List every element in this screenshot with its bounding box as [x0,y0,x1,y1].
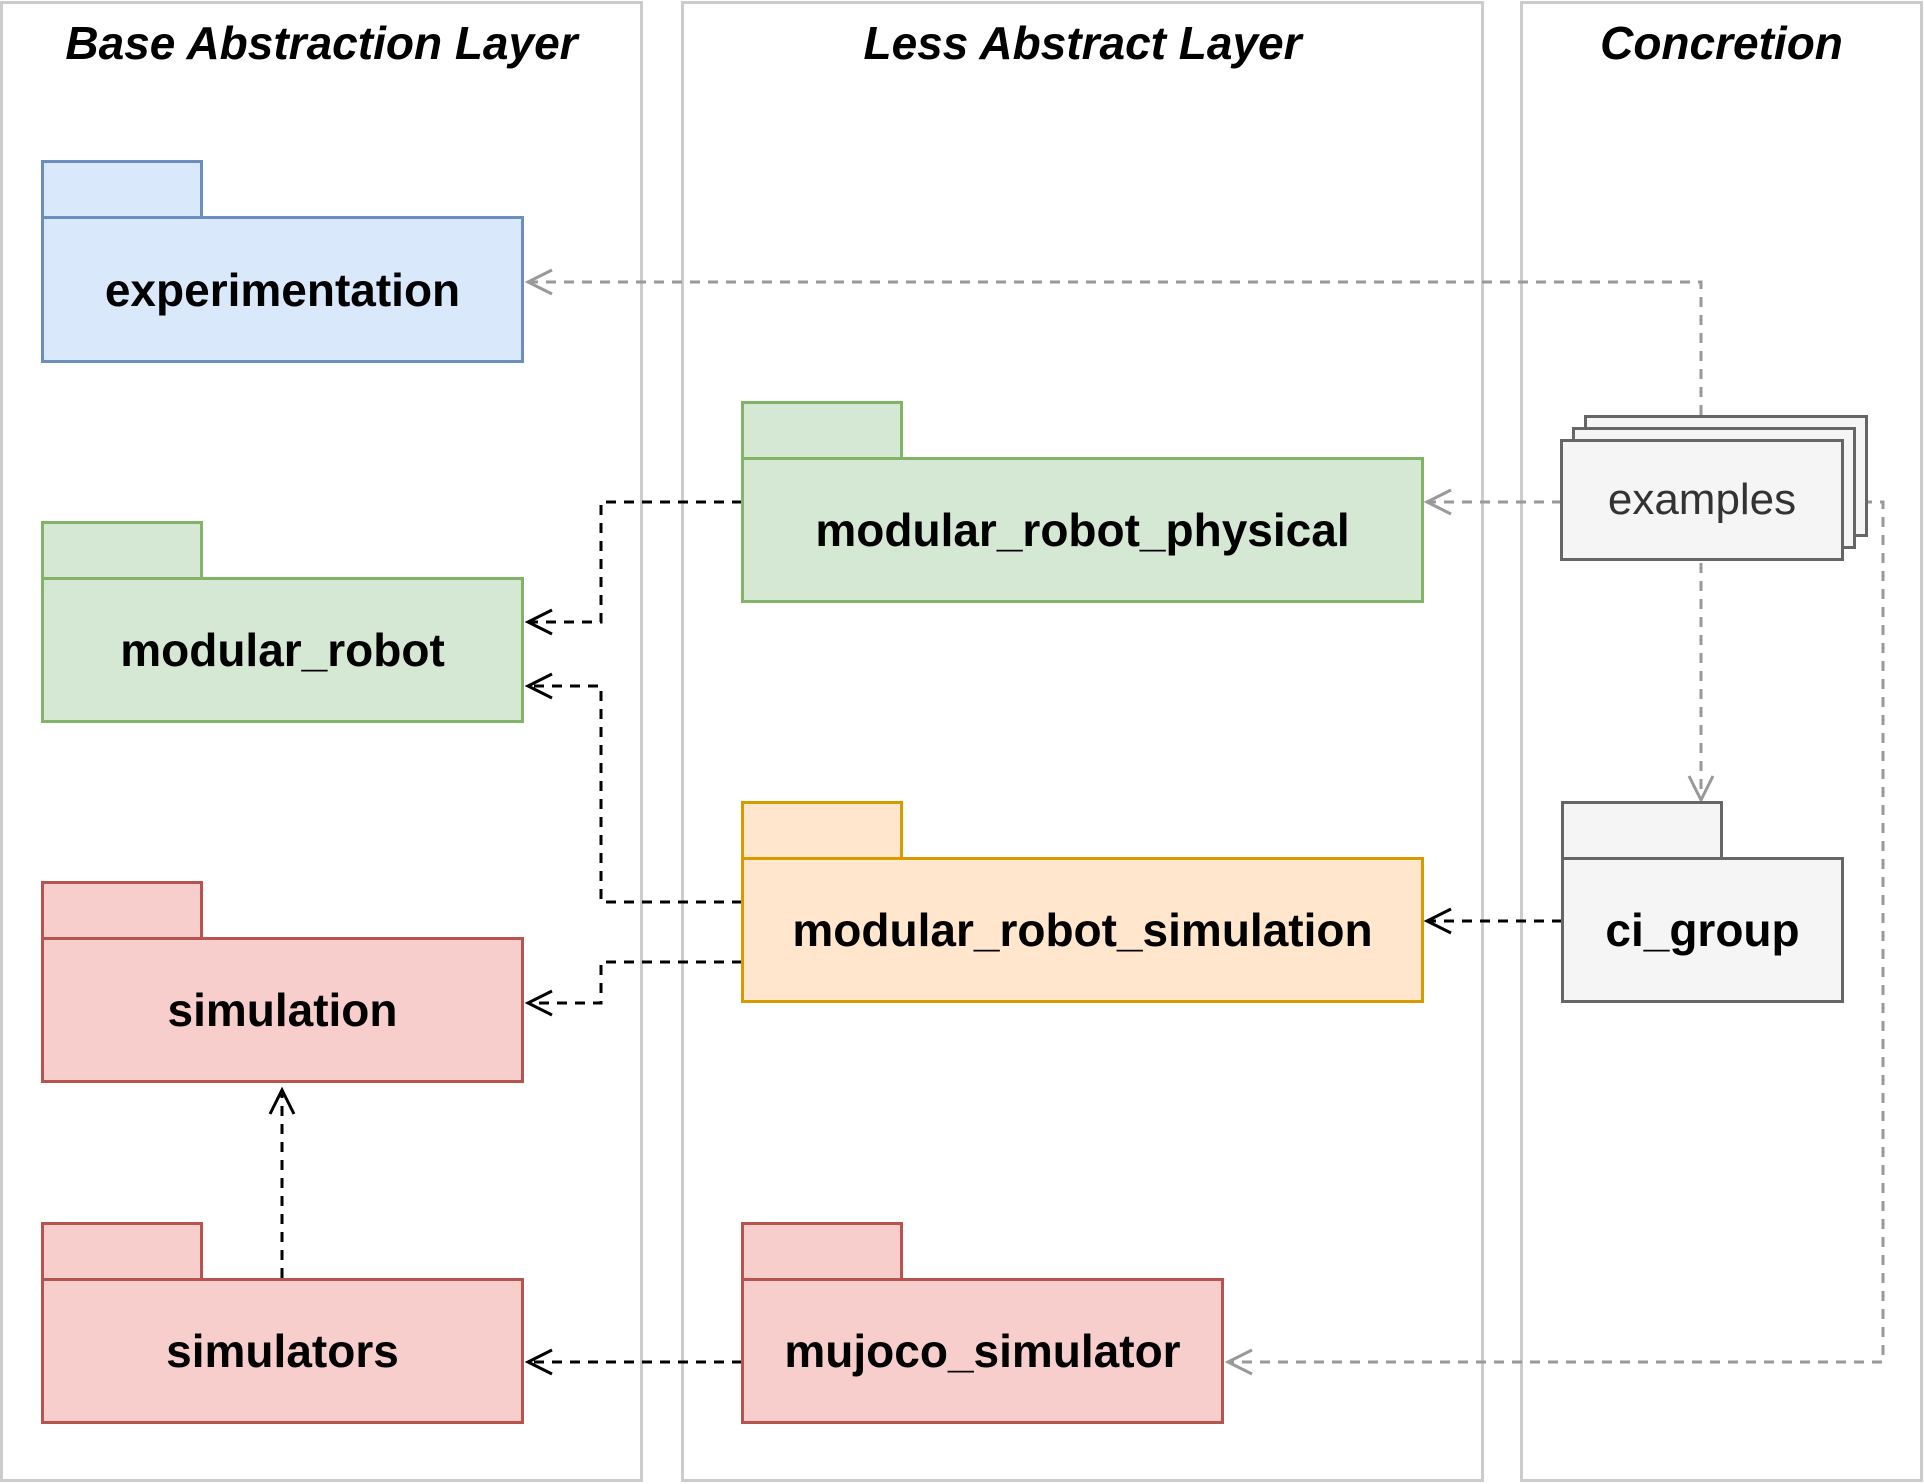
package-simulators: simulators [41,1222,524,1424]
package-ci-group: ci_group [1561,801,1844,1003]
package-label: modular_robot_simulation [792,904,1373,956]
package-label: experimentation [104,263,461,316]
package-modular-robot: modular_robot [41,521,524,723]
examples-card-front: examples [1560,439,1844,561]
package-body: simulators [41,1278,524,1424]
package-tab [41,521,203,580]
package-tab [1561,801,1723,860]
package-label: modular_robot [120,624,445,676]
package-body: modular_robot [41,577,524,723]
package-label: ci_group [1605,904,1800,956]
lane-title: Less Abstract Layer [863,17,1302,69]
examples-label: examples [1607,475,1797,524]
package-experimentation: experimentation [41,160,524,363]
package-body: ci_group [1561,857,1844,1003]
package-body: modular_robot_simulation [741,857,1424,1003]
package-mujoco-simulator: mujoco_simulator [741,1222,1224,1424]
package-body: mujoco_simulator [741,1278,1224,1424]
package-tab [741,401,903,460]
package-tab [741,1222,903,1281]
examples-stack: examples [1560,415,1870,565]
package-label: simulators [166,1325,399,1377]
package-tab [41,881,203,940]
lane-title: Base Abstraction Layer [65,17,578,69]
package-label: modular_robot_physical [815,504,1350,556]
package-label: simulation [167,984,398,1036]
lane-title: Concretion [1600,17,1843,69]
package-label: mujoco_simulator [784,1325,1181,1377]
package-tab [41,160,203,219]
package-simulation: simulation [41,881,524,1083]
package-body: simulation [41,937,524,1083]
lane-concretion: Concretion [1520,1,1923,1482]
package-modular-robot-simulation: modular_robot_simulation [741,801,1424,1003]
package-tab [41,1222,203,1281]
package-modular-robot-physical: modular_robot_physical [741,401,1424,603]
package-tab [741,801,903,860]
package-body: experimentation [41,216,524,363]
package-body: modular_robot_physical [741,457,1424,603]
